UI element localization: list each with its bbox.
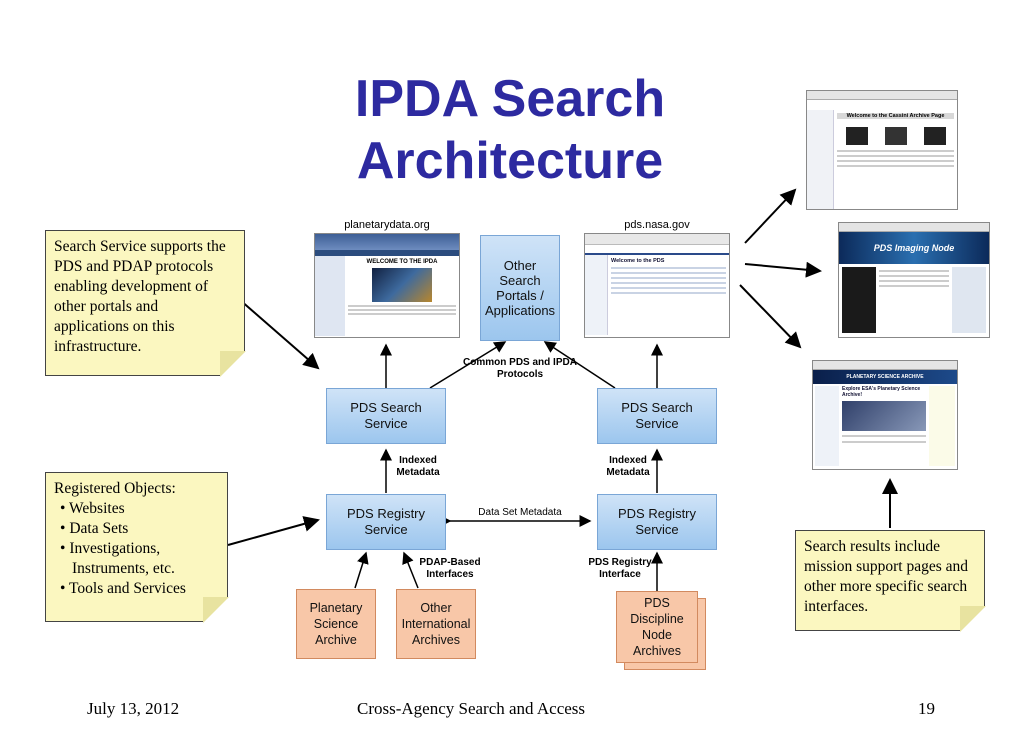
planetarydata-label: planetarydata.org [344,219,430,231]
pds-discipline-node-archives-label: PDS Discipline Node Archives [630,596,684,658]
other-international-archives-box: Other International Archives [396,589,476,659]
registry-service-right-label: PDS Registry Service [617,506,697,537]
esa-subtitle: Explore ESA's Planetary Science Archive! [842,386,921,398]
footer-page-number: 19 [918,699,935,718]
cassini-archive-screenshot: Welcome to the Cassini Archive Page [806,90,958,210]
imaging-node-screenshot: PDS Imaging Node [838,222,990,338]
list-item: • Tools and Services [60,580,186,597]
list-item: • Investigations, Instruments, etc. [60,540,175,577]
indexed-metadata-right-label: Indexed Metadata [606,455,650,478]
search-service-note-text: Search Service supports the PDS and PDAP… [54,238,226,355]
indexed-metadata-left-label: Indexed Metadata [396,455,440,478]
search-service-right-label: PDS Search Service [621,400,693,431]
imaging-node-banner: PDS Imaging Node [839,232,989,264]
data-set-metadata-label: Data Set Metadata [478,507,562,518]
planetary-science-archive-label: Planetary Science Archive [309,601,363,647]
planetarydata-screenshot: WELCOME TO THE IPDA [314,233,460,338]
pds-discipline-node-archives-box: PDS Discipline Node Archives [616,591,698,663]
ipda-welcome-text: WELCOME TO THE IPDA [366,259,438,265]
registered-objects-note: Registered Objects: • Websites • Data Se… [45,472,229,623]
pdap-interfaces-label: PDAP-Based Interfaces [419,557,481,580]
pds-nasa-screenshot: Welcome to the PDS [584,233,730,338]
other-search-portals-label: Other Search Portals / Applications [484,258,556,318]
search-results-note-text: Search results include mission support p… [804,538,969,615]
search-service-left-label: PDS Search Service [350,400,422,431]
pds-registry-service-right: PDS Registry Service [597,494,717,550]
list-item: • Websites [60,500,125,517]
other-international-archives-label: Other International Archives [401,601,471,647]
pds-nasa-label: pds.nasa.gov [624,219,690,231]
esa-archive-screenshot: PLANETARY SCIENCE ARCHIVE Explore ESA's … [812,360,958,470]
slide-title: IPDA Search Architecture [354,70,666,190]
search-results-note: Search results include mission support p… [795,530,986,632]
registered-objects-list: • Websites • Data Sets • Investigations,… [54,499,219,599]
other-search-portals-box: Other Search Portals / Applications [480,235,560,341]
registry-service-left-label: PDS Registry Service [346,506,426,537]
esa-banner: PLANETARY SCIENCE ARCHIVE [813,370,957,384]
cassini-welcome-text: Welcome to the Cassini Archive Page [837,113,954,119]
common-protocols-label: Common PDS and IPDA Protocols [463,357,577,380]
pds-registry-interface-label: PDS Registry Interface [588,557,652,580]
pds-welcome-text: Welcome to the PDS [611,258,665,264]
footer-date: July 13, 2012 [87,699,180,718]
list-item: • Data Sets [60,520,129,537]
search-service-note: Search Service supports the PDS and PDAP… [45,230,246,377]
pds-registry-service-left: PDS Registry Service [326,494,446,550]
pds-search-service-right: PDS Search Service [597,388,717,444]
registered-objects-heading: Registered Objects: [54,480,176,497]
pds-search-service-left: PDS Search Service [326,388,446,444]
footer-center-title: Cross-Agency Search and Access [357,699,586,718]
planetary-science-archive-box: Planetary Science Archive [296,589,376,659]
